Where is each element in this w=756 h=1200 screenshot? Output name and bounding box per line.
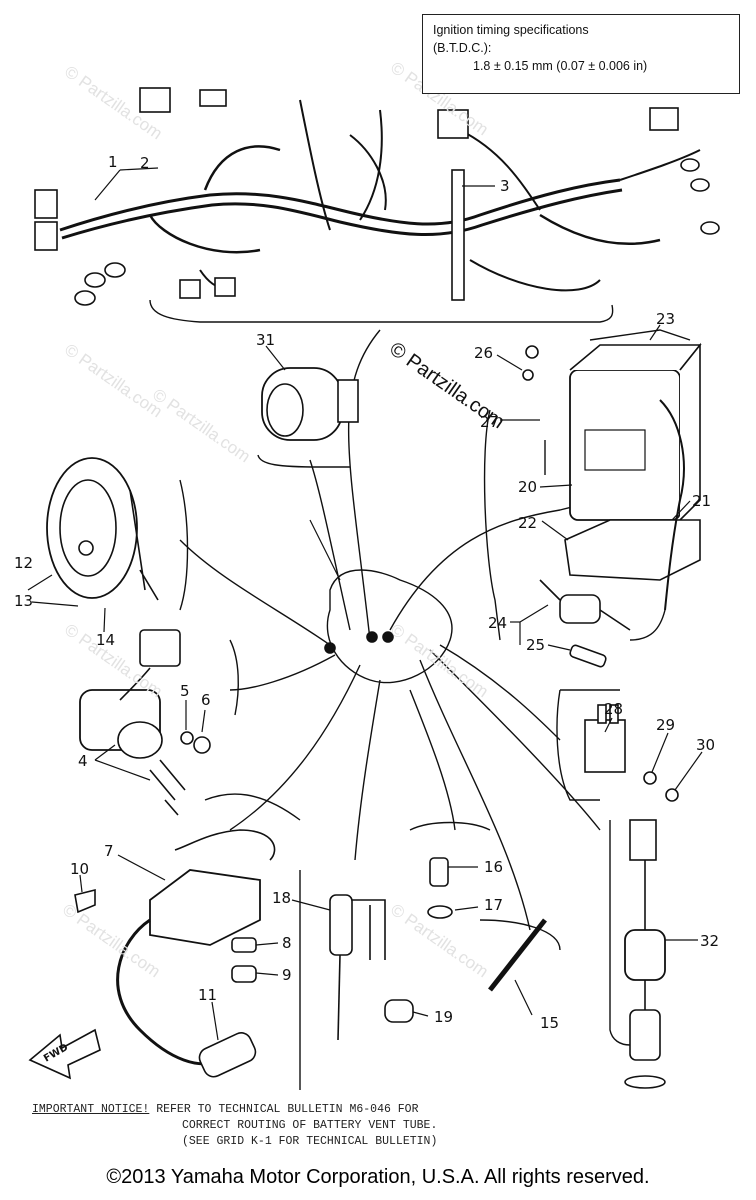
callout-23: 23 — [656, 310, 675, 328]
notice-lead: IMPORTANT NOTICE! — [32, 1103, 150, 1116]
rectifier-28 — [584, 704, 679, 802]
notice-line-2: CORRECT ROUTING OF BATTERY VENT TUBE. — [182, 1119, 438, 1132]
callout-24: 24 — [488, 614, 507, 632]
sensor-parts — [329, 819, 666, 1089]
callout-8: 8 — [282, 934, 292, 952]
callout-27: 27 — [480, 413, 499, 431]
spec-title: Ignition timing specifications — [433, 23, 589, 37]
callout-1: 1 — [108, 153, 118, 171]
callout-21: 21 — [692, 492, 711, 510]
callout-19: 19 — [434, 1008, 453, 1026]
callout-16: 16 — [484, 858, 503, 876]
spec-subtitle: (B.T.D.C.): — [433, 41, 492, 55]
callout-6: 6 — [201, 691, 211, 709]
callout-15: 15 — [540, 1014, 559, 1032]
callout-2: 2 — [140, 154, 150, 172]
group-brackets — [179, 409, 631, 1090]
callout-labels: 1 2 3 4 5 6 7 8 9 10 11 12 13 14 15 16 1… — [14, 153, 719, 1065]
fwd-arrow-icon — [28, 1028, 101, 1080]
callout-5: 5 — [180, 682, 190, 700]
callout-11: 11 — [198, 986, 217, 1004]
callout-18: 18 — [272, 889, 291, 907]
notice-line-3: (SEE GRID K-1 FOR TECHNICAL BULLETIN) — [182, 1135, 438, 1148]
callout-32: 32 — [700, 932, 719, 950]
callout-28: 28 — [604, 700, 623, 718]
callout-leaders — [27, 167, 703, 1041]
callout-4: 4 — [78, 752, 88, 770]
main-switch-4 — [79, 629, 211, 816]
horn-12 — [46, 457, 159, 601]
important-notice: IMPORTANT NOTICE! REFER TO TECHNICAL BUL… — [32, 1102, 572, 1150]
leader-lines — [179, 329, 601, 931]
ignition-timing-spec-box: Ignition timing specifications (B.T.D.C.… — [422, 14, 740, 94]
callout-22: 22 — [518, 514, 537, 532]
wire-harness — [34, 87, 720, 323]
battery-assembly — [522, 329, 702, 668]
callout-26: 26 — [474, 344, 493, 362]
notice-line-1: REFER TO TECHNICAL BULLETIN M6-046 FOR — [149, 1103, 419, 1116]
spec-value: 1.8 ± 0.15 mm (0.07 ± 0.006 in) — [473, 59, 648, 73]
callout-3: 3 — [500, 177, 510, 195]
callout-29: 29 — [656, 716, 675, 734]
callout-14: 14 — [96, 631, 115, 649]
callout-7: 7 — [104, 842, 114, 860]
callout-10: 10 — [70, 860, 89, 878]
callout-9: 9 — [282, 966, 292, 984]
ignition-coil-7 — [74, 829, 276, 1078]
callout-17: 17 — [484, 896, 503, 914]
callout-12: 12 — [14, 554, 33, 572]
callout-31: 31 — [256, 331, 275, 349]
callout-20: 20 — [518, 478, 537, 496]
relay-31 — [261, 367, 359, 441]
callout-30: 30 — [696, 736, 715, 754]
callout-13: 13 — [14, 592, 33, 610]
callout-25: 25 — [526, 636, 545, 654]
copyright-footer: ©2013 Yamaha Motor Corporation, U.S.A. A… — [106, 1166, 650, 1188]
